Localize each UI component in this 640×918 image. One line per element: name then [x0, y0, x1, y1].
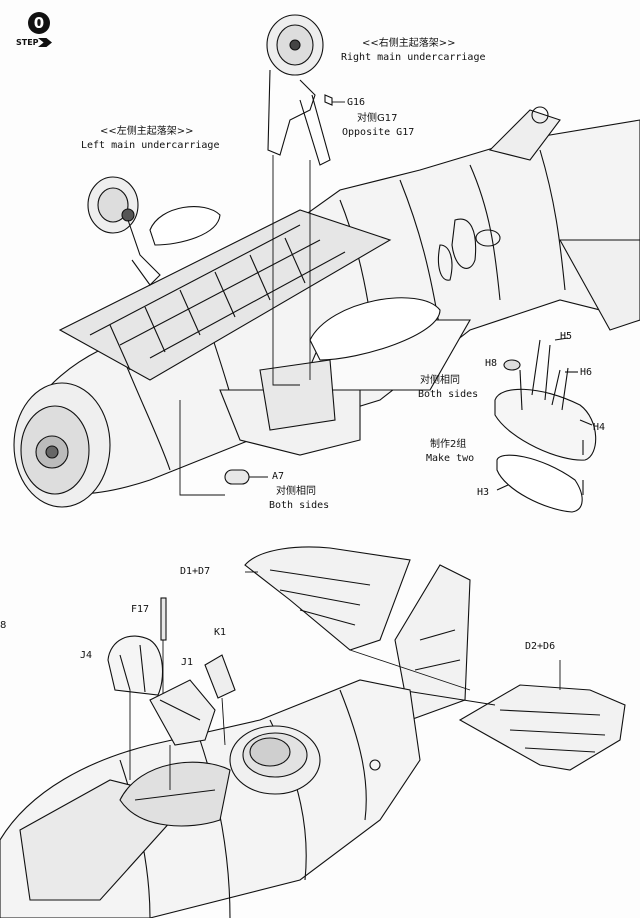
- label-a7: A7: [272, 471, 285, 482]
- part-k1: [204, 654, 236, 746]
- right-main-undercarriage-part: [266, 14, 333, 166]
- step-number: 0: [28, 12, 50, 34]
- label-right-main-undercarriage-en: Right main undercarriage: [341, 52, 486, 63]
- label-both-sides-left-en: Both sides: [269, 500, 330, 511]
- label-h3: H3: [477, 487, 490, 498]
- part-a7: [179, 400, 268, 496]
- label-opposite-g17-cn: 对侧G17: [357, 113, 398, 124]
- label-h6: H6: [580, 367, 593, 378]
- label-g16: G16: [347, 97, 366, 108]
- step-badge: 0 STEP: [8, 8, 54, 58]
- label-j1: J1: [181, 657, 194, 668]
- step-word: STEP: [16, 38, 39, 47]
- label-opposite-g17-en: Opposite G17: [342, 127, 415, 138]
- label-make-two-cn: 制作2组: [430, 439, 467, 450]
- label-right-main-undercarriage-cn: <<右侧主起落架>>: [362, 38, 456, 49]
- step-arrow-icon: [38, 38, 52, 47]
- label-h4: H4: [593, 422, 606, 433]
- label-both-sides-right-cn: 对侧相同: [420, 375, 460, 386]
- label-both-sides-left-cn: 对侧相同: [276, 486, 316, 497]
- label-left-main-undercarriage-en: Left main undercarriage: [81, 140, 220, 151]
- fuselage-assembly: [13, 106, 640, 508]
- part-j1: [149, 679, 216, 790]
- part-j4: [107, 635, 164, 780]
- label-d1-d7: D1+D7: [180, 566, 211, 577]
- margin-mark: 8: [0, 620, 7, 631]
- label-both-sides-right-en: Both sides: [418, 389, 479, 400]
- label-h8: H8: [485, 358, 498, 369]
- label-d2-d6: D2+D6: [525, 641, 556, 652]
- label-k1: K1: [214, 627, 227, 638]
- left-main-undercarriage-part: [87, 176, 221, 286]
- label-left-main-undercarriage-cn: <<左侧主起落架>>: [100, 126, 194, 137]
- rear-fuselage-assembly: [0, 546, 626, 918]
- label-j4: J4: [80, 650, 93, 661]
- part-h-assembly: [494, 337, 597, 513]
- label-f17: F17: [131, 604, 150, 615]
- label-make-two-en: Make two: [426, 453, 475, 464]
- label-h5: H5: [560, 331, 573, 342]
